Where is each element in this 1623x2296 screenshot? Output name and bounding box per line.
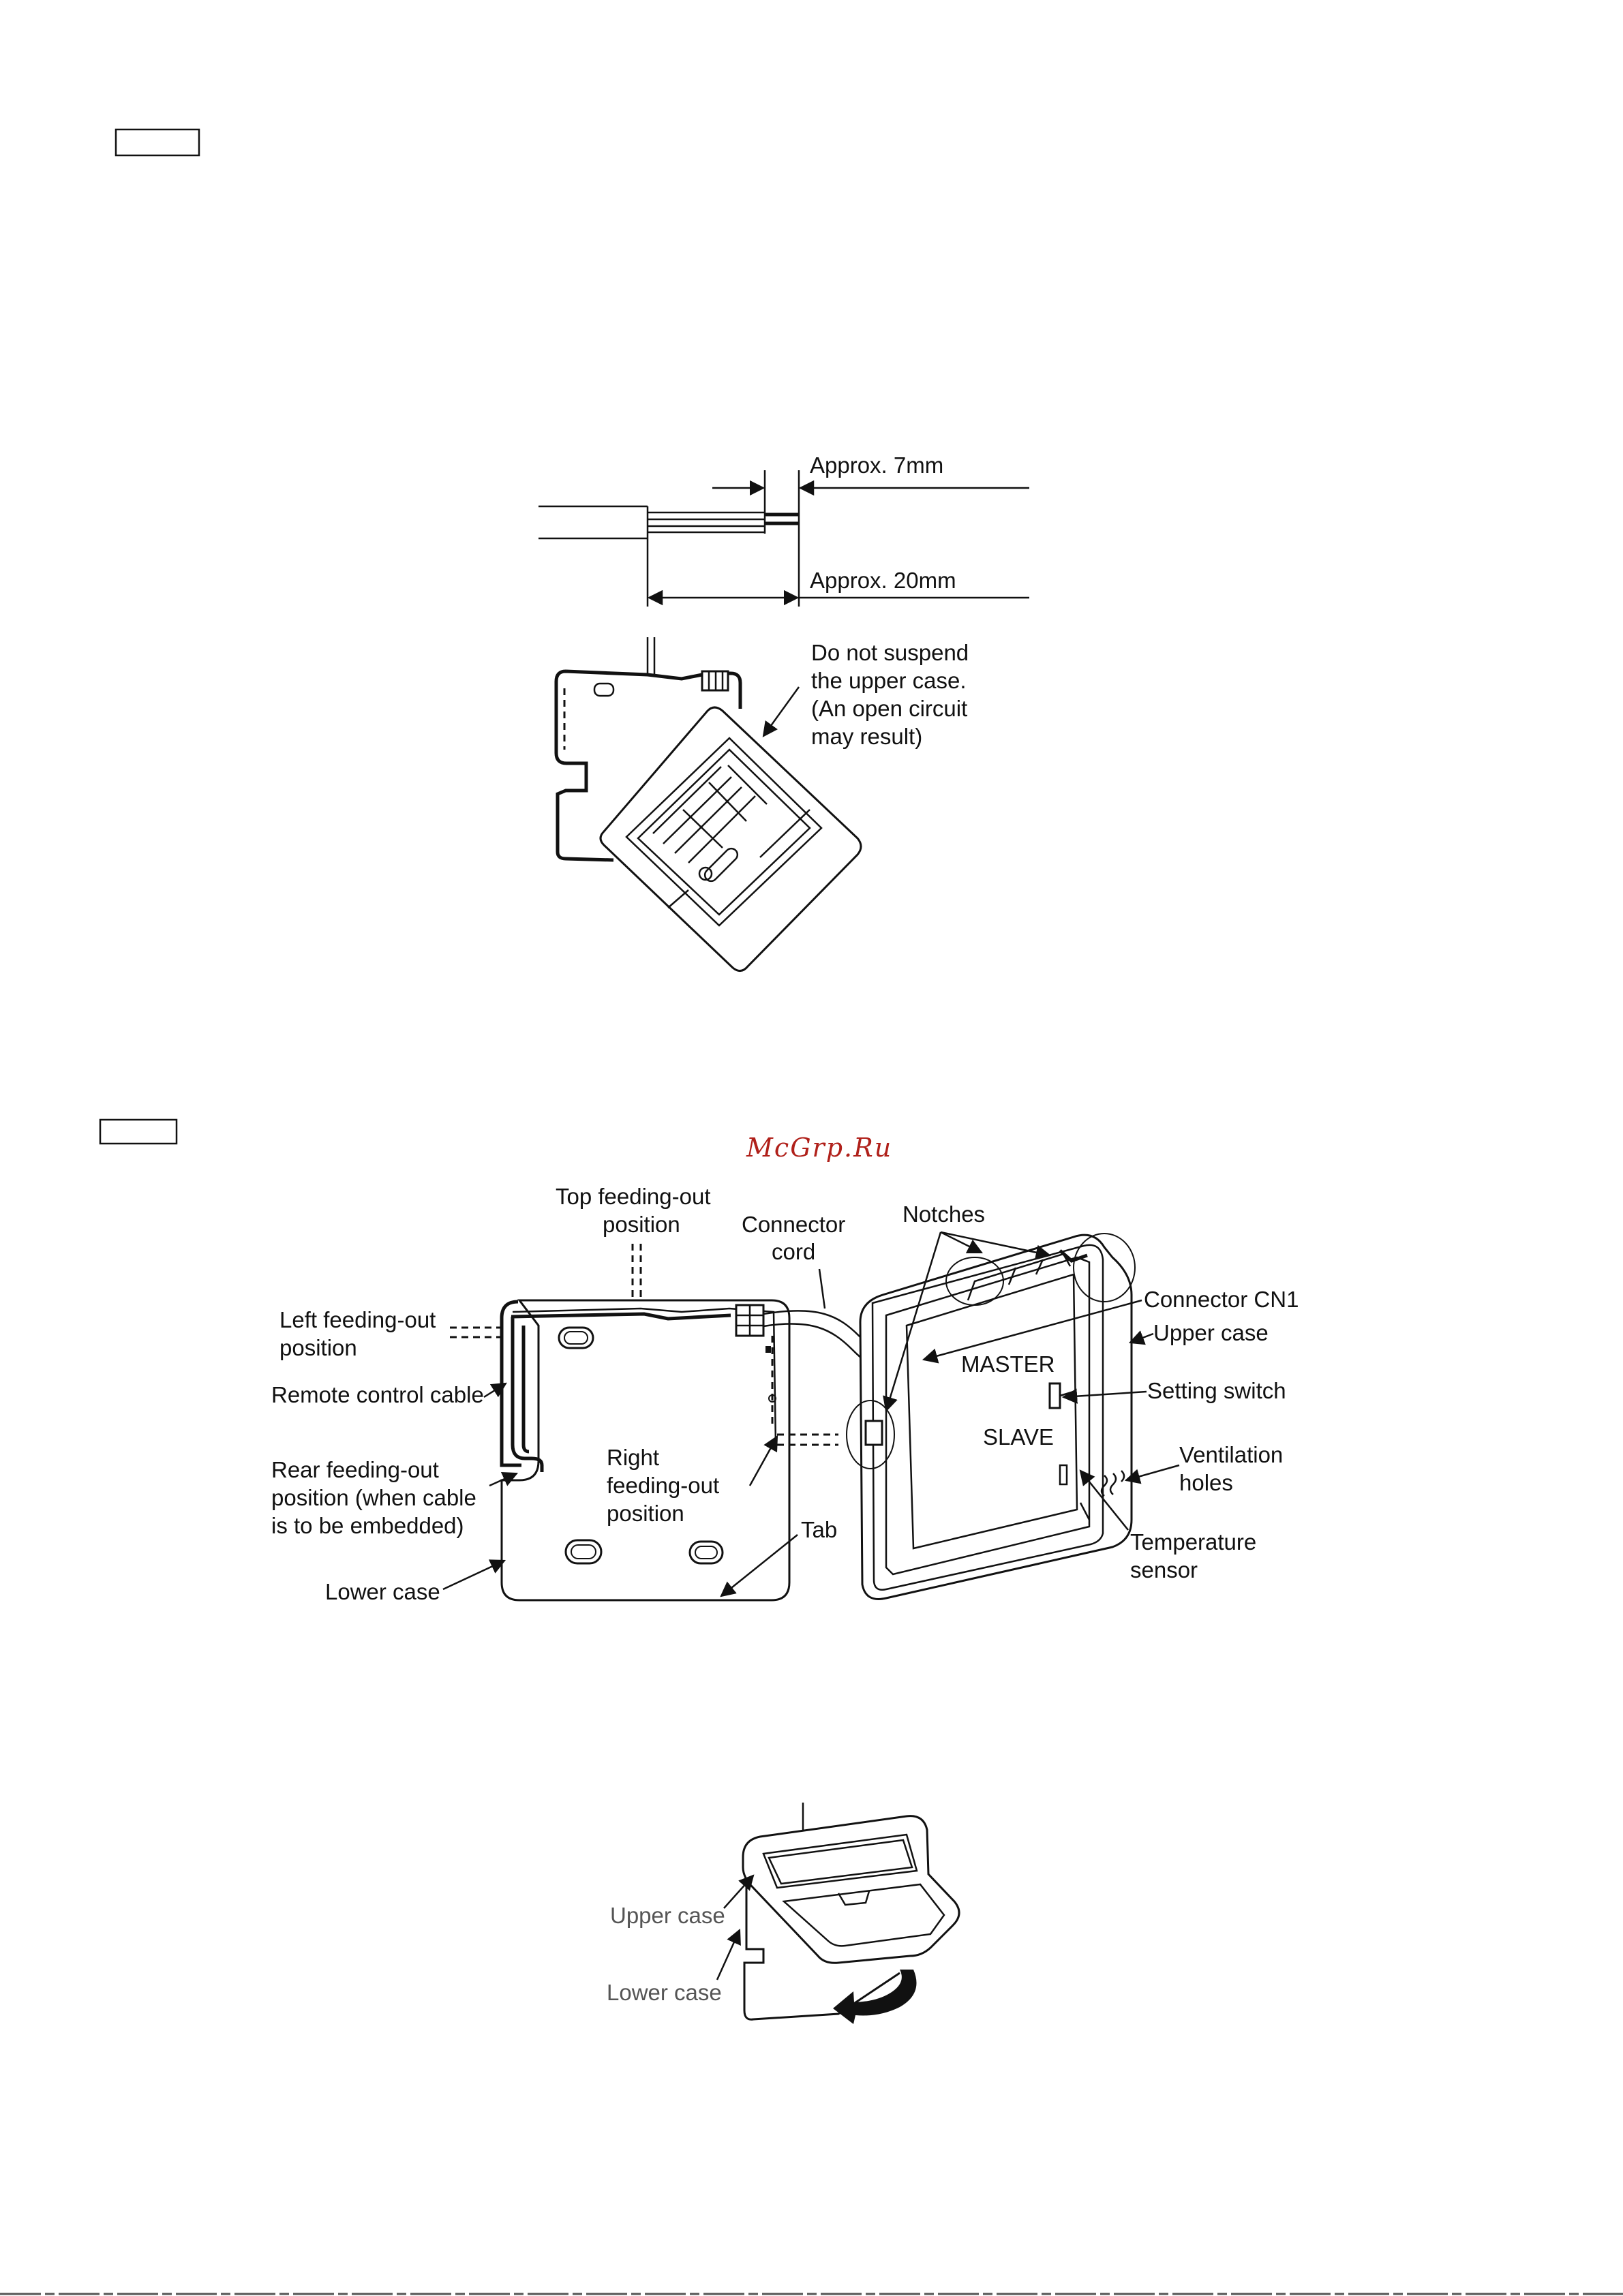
top-feeding-label: Top feeding-out bbox=[556, 1184, 711, 1209]
warning-text: Do not suspend the upper case. (An open … bbox=[811, 640, 969, 749]
upper-case-drawing bbox=[846, 1233, 1136, 1600]
section-box-1 bbox=[115, 128, 200, 157]
lower-case-drawing bbox=[450, 1244, 838, 1602]
svg-text:the upper case.: the upper case. bbox=[811, 668, 967, 693]
ventilation-label-2: holes bbox=[1179, 1470, 1233, 1495]
section-box-2 bbox=[99, 1118, 178, 1145]
upper-case-label: Upper case bbox=[1153, 1320, 1269, 1345]
fig3-upper-case-label: Upper case bbox=[610, 1903, 725, 1928]
master-label: MASTER bbox=[961, 1351, 1055, 1377]
ventilation-label: Ventilation bbox=[1179, 1442, 1283, 1467]
rear-feeding-label: Rear feeding-out bbox=[271, 1457, 439, 1482]
tab-label: Tab bbox=[801, 1517, 837, 1542]
svg-text:may result): may result) bbox=[811, 724, 922, 749]
connector-cn1-label: Connector CN1 bbox=[1144, 1287, 1299, 1312]
rear-feeding-label-2: position (when cable bbox=[271, 1485, 476, 1510]
fig3-lower-leader bbox=[716, 1928, 741, 1980]
slave-label: SLAVE bbox=[983, 1424, 1054, 1450]
right-feeding-label: Right bbox=[607, 1445, 659, 1470]
setting-switch-label: Setting switch bbox=[1147, 1378, 1286, 1403]
temperature-label: Temperature bbox=[1130, 1529, 1256, 1555]
lower-case-label: Lower case bbox=[325, 1579, 440, 1604]
dim-7mm-label: Approx. 7mm bbox=[810, 453, 943, 478]
warning-leader bbox=[762, 686, 800, 737]
svg-text:Do not suspend: Do not suspend bbox=[811, 640, 969, 665]
temperature-label-2: sensor bbox=[1130, 1557, 1198, 1582]
top-feeding-label-2: position bbox=[603, 1212, 680, 1237]
connector-cord-label: Connector bbox=[742, 1212, 845, 1237]
suspended-case-drawing bbox=[554, 637, 862, 972]
closing-case-drawing bbox=[742, 1803, 960, 2024]
remote-cable-label: Remote control cable bbox=[271, 1382, 484, 1407]
right-feeding-label-3: position bbox=[607, 1501, 684, 1526]
fig3-upper-leader bbox=[723, 1874, 755, 1909]
notches-label: Notches bbox=[902, 1201, 985, 1227]
watermark: McGrp.Ru bbox=[746, 1133, 892, 1163]
cable-strip-diagram bbox=[539, 470, 1029, 607]
left-feeding-label-2: position bbox=[279, 1335, 357, 1360]
right-feeding-label-2: feeding-out bbox=[607, 1473, 719, 1498]
figure2-leaders bbox=[442, 1231, 1180, 1597]
fig3-lower-case-label: Lower case bbox=[607, 1980, 722, 2005]
dim-20mm-label: Approx. 20mm bbox=[810, 568, 956, 593]
rear-feeding-label-3: is to be embedded) bbox=[271, 1513, 464, 1538]
svg-text:(An open circuit: (An open circuit bbox=[811, 696, 967, 721]
connector-cord-label-2: cord bbox=[772, 1239, 815, 1264]
left-feeding-label: Left feeding-out bbox=[279, 1307, 436, 1332]
